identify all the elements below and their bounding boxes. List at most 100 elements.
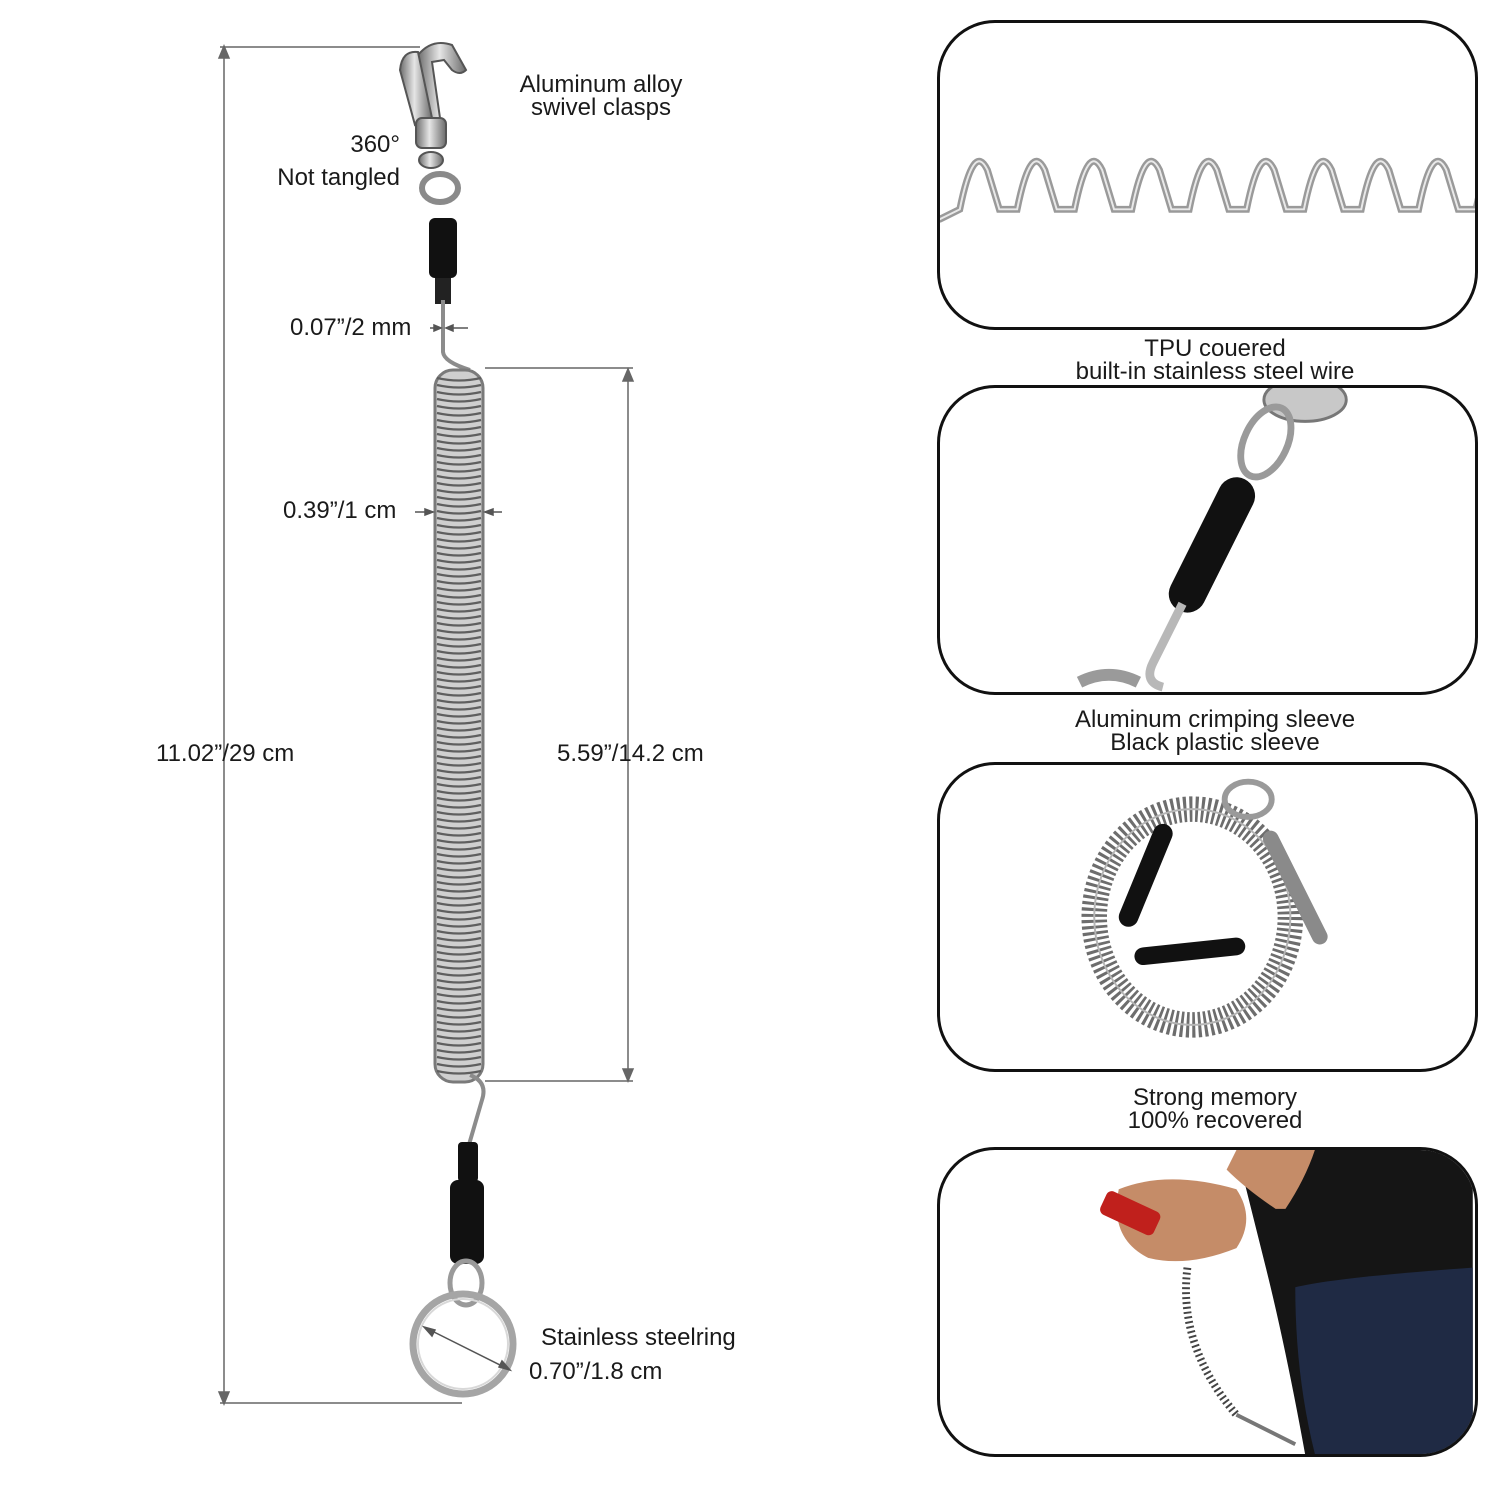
coil-turn [436, 621, 482, 627]
total-length-label: 11.02”/29 cm [156, 740, 295, 767]
coil-turn [436, 635, 482, 641]
coiled-lanyard-image [1081, 778, 1328, 1038]
coil-turn [436, 964, 482, 970]
coil-turn [436, 383, 482, 389]
bottom-wire [466, 1073, 486, 1149]
ring-diameter-label: 0.70”/1.8 cm [529, 1358, 663, 1385]
coil-turn [436, 628, 482, 634]
coil-turn [436, 880, 482, 886]
panel-2-caption-line-1: Aluminum crimping sleeve [1074, 706, 1356, 733]
coil-turn [436, 1048, 482, 1054]
coil-turn [436, 425, 482, 431]
coil-turn [436, 691, 482, 697]
coil-turn [436, 593, 482, 599]
coil-turn [436, 467, 482, 473]
clasp-label-line-1: Aluminum alloy [519, 71, 683, 98]
coil-turn [436, 1041, 482, 1047]
bottom-sleeve [450, 1142, 484, 1264]
coil-turn [436, 684, 482, 690]
clasp-label: Aluminum alloy swivel clasps [519, 71, 683, 120]
coil-turn [436, 677, 482, 683]
coil-turn [436, 838, 482, 844]
coil-turn [436, 376, 482, 382]
coil-turn [436, 614, 482, 620]
coil-turn [436, 1020, 482, 1026]
coil-length-dimension [485, 367, 635, 1083]
coil-turn [436, 761, 482, 767]
coil-turn [436, 698, 482, 704]
ring-diameter-marker [421, 1325, 513, 1372]
coil-turn [436, 649, 482, 655]
panel-2-caption: Aluminum crimping sleeve Black plastic s… [1005, 706, 1425, 755]
total-length-dimension [217, 44, 462, 1406]
panel-1-caption-line-1: TPU couered [1144, 335, 1286, 362]
coil-turn [436, 523, 482, 529]
coil-turn [436, 817, 482, 823]
coil-turn [436, 509, 482, 515]
coil-turn [436, 551, 482, 557]
panel-in-use-photo [937, 1147, 1478, 1457]
coil-turn [436, 1034, 482, 1040]
coil-turn [436, 873, 482, 879]
coil-turn [436, 789, 482, 795]
steel-ring [409, 1258, 517, 1398]
coil-turn [436, 670, 482, 676]
coil-turn [436, 908, 482, 914]
coil-turn [436, 810, 482, 816]
coil-turn [436, 572, 482, 578]
coil-turn [436, 887, 482, 893]
coil-turn [436, 992, 482, 998]
coil-turn [436, 1062, 482, 1068]
coil-turn [436, 481, 482, 487]
coil-turn [436, 929, 482, 935]
panel-3-caption-line-2: 100% recovered [1127, 1107, 1303, 1134]
coil-closeup-image [940, 157, 1475, 223]
coil-turn [436, 516, 482, 522]
coil-turn [436, 754, 482, 760]
coil-spring [433, 368, 485, 1084]
coil-turn [436, 803, 482, 809]
swivel-label-line-2: Not tangled [277, 164, 400, 191]
panel-coil-closeup [937, 20, 1478, 330]
coil-turn [436, 957, 482, 963]
coil-turn [436, 901, 482, 907]
coil-turn [436, 488, 482, 494]
coil-turn [436, 1013, 482, 1019]
coil-diameter-label: 0.39”/1 cm [283, 497, 397, 524]
coil-turn [436, 999, 482, 1005]
coil-turn [436, 866, 482, 872]
coil-turn [436, 544, 482, 550]
panel-1-caption: TPU couered built-in stainless steel wir… [1005, 335, 1425, 385]
coil-turn [436, 845, 482, 851]
panel-1-caption-line-2: built-in stainless steel wire [1075, 358, 1355, 385]
coil-turn [436, 719, 482, 725]
coil-turn [436, 740, 482, 746]
coil-turn [436, 922, 482, 928]
coil-turn [436, 586, 482, 592]
wire-thickness-label: 0.07”/2 mm [290, 314, 412, 341]
coil-turn [436, 579, 482, 585]
coil-turn [436, 831, 482, 837]
coil-turn [436, 915, 482, 921]
coil-turn [436, 768, 482, 774]
coil-length-label: 5.59”/14.2 cm [557, 740, 704, 767]
coil-turn [436, 859, 482, 865]
top-sleeve [429, 218, 457, 304]
coil-turn [436, 894, 482, 900]
coil-turn [436, 642, 482, 648]
coil-turn [436, 446, 482, 452]
panel-sleeve-closeup [937, 385, 1478, 695]
sleeve-closeup-image [1076, 388, 1348, 692]
coil-turn [436, 824, 482, 830]
coil-turn [436, 453, 482, 459]
coil-turn [436, 390, 482, 396]
coil-turn [436, 537, 482, 543]
top-wire [441, 300, 471, 372]
panel-3-caption: Strong memory 100% recovered [1005, 1086, 1425, 1134]
coil-turn [436, 1006, 482, 1012]
coil-turn [436, 607, 482, 613]
coil-turn [436, 411, 482, 417]
coil-turn [436, 796, 482, 802]
coil-turn [436, 1055, 482, 1061]
coil-turn [436, 1027, 482, 1033]
